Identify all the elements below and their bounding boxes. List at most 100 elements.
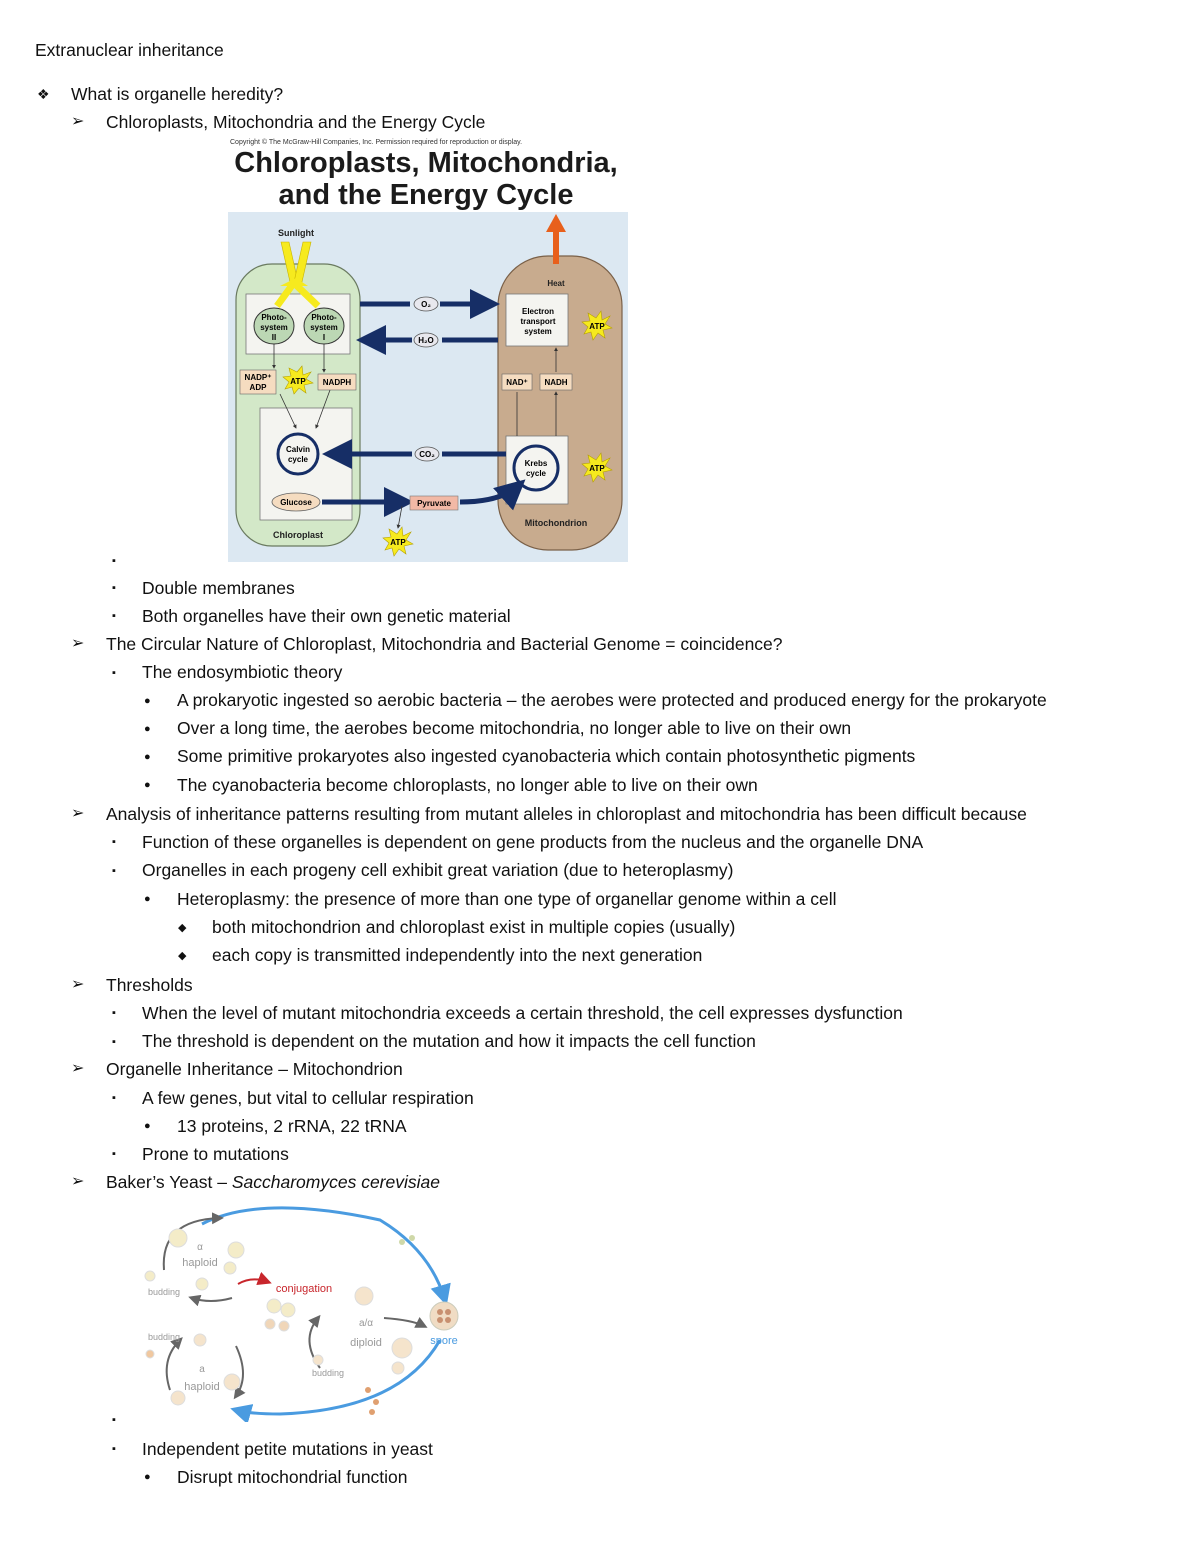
svg-text:a/α: a/α [359, 1318, 373, 1329]
bullet-square: ▪ [112, 836, 116, 848]
bullet-arrow: ➢ [71, 805, 85, 822]
svg-text:Calvin: Calvin [286, 445, 310, 454]
species-name: Saccharomyces cerevisiae [231, 1172, 440, 1192]
line-few-genes: A few genes, but vital to cellular respi… [142, 1088, 474, 1108]
svg-text:NAD⁺: NAD⁺ [506, 378, 528, 387]
svg-text:budding: budding [148, 1332, 180, 1342]
bullet-dot: ● [144, 1120, 151, 1132]
svg-text:Photo-: Photo- [311, 313, 337, 322]
bullet-square: ▪ [112, 667, 116, 679]
svg-text:system: system [310, 323, 338, 332]
svg-text:transport: transport [520, 317, 555, 326]
bullet-arrow: ➢ [71, 1060, 85, 1077]
bullet-dot: ● [144, 751, 151, 763]
line-transmitted: each copy is transmitted independently i… [212, 945, 703, 965]
bullet-square: ▪ [112, 610, 116, 622]
svg-text:Photo-: Photo- [261, 313, 287, 322]
line-multiple-copies: both mitochondrion and chloroplast exist… [212, 917, 736, 937]
bullet-square: ▪ [112, 1443, 116, 1455]
line-threshold-level: When the level of mutant mitochondria ex… [142, 1003, 903, 1023]
line-double-membranes: Double membranes [142, 578, 295, 598]
energy-cycle-figure: Copyright © The McGraw-Hill Companies, I… [140, 136, 712, 564]
svg-text:system: system [260, 323, 288, 332]
bullet-square: ▪ [112, 1148, 116, 1160]
o2-label: O₂ [421, 300, 431, 309]
line-heteroplasmy: Heteroplasmy: the presence of more than … [177, 889, 837, 909]
bullet-square: ▪ [112, 1036, 116, 1048]
svg-text:system: system [524, 327, 552, 336]
bullet-dot: ● [144, 723, 151, 735]
atp-chloro: ATP [290, 377, 306, 386]
line-threshold-dependent: The threshold is dependent on the mutati… [142, 1031, 756, 1051]
line-become-chloroplasts: The cyanobacteria become chloroplasts, n… [177, 775, 758, 795]
document-title: Extranuclear inheritance [35, 40, 224, 60]
spore-ascus [429, 1301, 459, 1331]
svg-text:cycle: cycle [526, 469, 547, 478]
svg-text:budding: budding [148, 1287, 180, 1297]
pyruvate-label: Pyruvate [417, 499, 451, 508]
bullet-square: ▪ [112, 1414, 116, 1426]
line-cyanobacteria-ingested: Some primitive prokaryotes also ingested… [177, 746, 916, 766]
svg-text:ADP: ADP [250, 383, 268, 392]
line-circular-nature: The Circular Nature of Chloroplast, Mito… [106, 634, 783, 654]
line-disrupt-function: Disrupt mitochondrial function [177, 1467, 408, 1487]
line-chloroplasts-heading: Chloroplasts, Mitochondria and the Energ… [106, 112, 486, 132]
atp-krebs: ATP [589, 464, 605, 473]
line-analysis: Analysis of inheritance patterns resulti… [106, 804, 1027, 824]
line-function: Function of these organelles is dependen… [142, 832, 924, 852]
heat-arrow [546, 214, 566, 232]
bullet-square: ▪ [112, 865, 116, 877]
bullet-dot: ● [144, 695, 151, 707]
line-progeny-variation: Organelles in each progeny cell exhibit … [142, 860, 734, 880]
line-petite-mutations: Independent petite mutations in yeast [142, 1439, 433, 1459]
haploid-a-label: haploid [184, 1381, 219, 1393]
bullet-arrow: ➢ [71, 113, 85, 130]
atp-ets: ATP [589, 322, 605, 331]
bullet-square: ▪ [112, 1092, 116, 1104]
line-bakers-yeast: Baker’s Yeast – Saccharomyces cerevisiae [106, 1172, 440, 1192]
fig1-copyright: Copyright © The McGraw-Hill Companies, I… [230, 138, 522, 146]
svg-text:NADH: NADH [544, 378, 567, 387]
line-long-time: Over a long time, the aerobes become mit… [177, 718, 852, 738]
sunlight-label: Sunlight [278, 228, 314, 238]
spore-label: spore [430, 1335, 458, 1347]
bullet-square: ▪ [112, 1007, 116, 1019]
atp-pyruvate: ATP [390, 538, 406, 547]
svg-text:α: α [197, 1242, 203, 1253]
glucose-label: Glucose [280, 498, 312, 507]
svg-text:NADP⁺: NADP⁺ [245, 373, 272, 382]
line-prokaryotic: A prokaryotic ingested so aerobic bacter… [177, 690, 1047, 710]
heat-label: Heat [547, 279, 565, 288]
conjugation-label: conjugation [276, 1283, 332, 1295]
mitochondrion-label: Mitochondrion [525, 518, 588, 528]
bullet-arrow: ➢ [71, 1173, 85, 1190]
svg-text:Krebs: Krebs [525, 459, 548, 468]
svg-text:budding: budding [312, 1368, 344, 1378]
cycle-arrow-bottom [230, 1339, 442, 1422]
bullet-diamond: ◆ [178, 950, 187, 962]
bullet-dot: ● [144, 1471, 151, 1483]
bullet-square: ▪ [112, 582, 116, 594]
bullet-arrow: ➢ [71, 976, 85, 993]
fig1-title-line1: Chloroplasts, Mitochondria, [234, 147, 617, 179]
h2o-label: H₂O [418, 336, 434, 345]
svg-text:a: a [199, 1364, 205, 1375]
line-organelle-inheritance: Organelle Inheritance – Mitochondrion [106, 1059, 403, 1079]
diploid-label: diploid [350, 1337, 382, 1349]
bullet-diamond4: ❖ [37, 86, 50, 102]
svg-text:NADPH: NADPH [323, 378, 352, 387]
yeast-life-cycle-figure: α haploid budding conjugation a/α diploi… [140, 1200, 470, 1422]
line-prone-mutations: Prone to mutations [142, 1144, 289, 1164]
haploid-alpha-label: haploid [182, 1257, 217, 1269]
line-organelle-heredity: What is organelle heredity? [71, 84, 284, 104]
line-endosymbiotic: The endosymbiotic theory [142, 662, 343, 682]
line-thresholds: Thresholds [106, 975, 193, 995]
co2-label: CO₂ [419, 450, 435, 459]
bullet-dot: ● [144, 779, 151, 791]
bullet-arrow: ➢ [71, 635, 85, 652]
cycle-arrow-top [201, 1206, 451, 1306]
line-genetic-material: Both organelles have their own genetic m… [142, 606, 511, 626]
bullet-square: ▪ [112, 555, 116, 567]
fig1-title-line2: and the Energy Cycle [279, 179, 574, 211]
